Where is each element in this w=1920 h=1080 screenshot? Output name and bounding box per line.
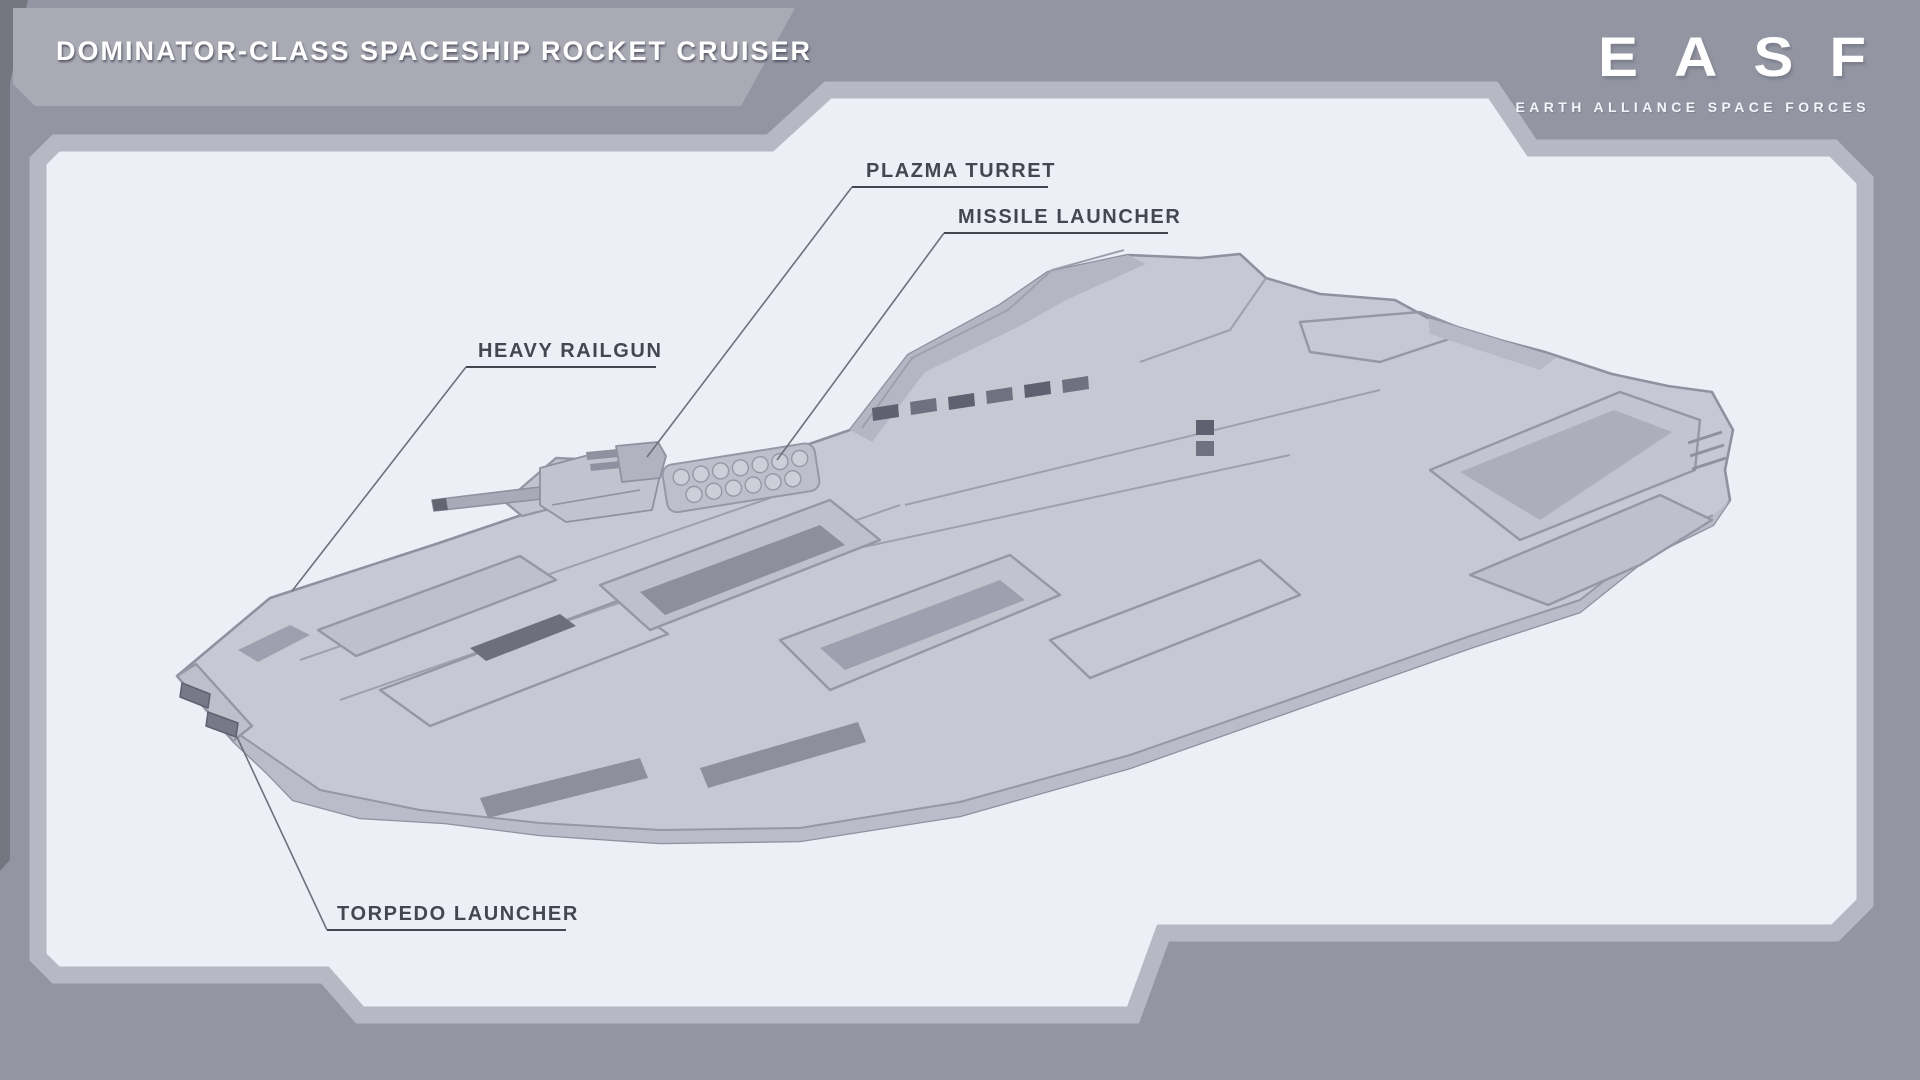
turret-barrel <box>586 449 619 460</box>
callout-label-torpedo-launcher: TORPEDO LAUNCHER <box>337 903 579 925</box>
side-slot <box>480 758 648 818</box>
torpedo-tube-slot <box>179 682 211 709</box>
deck-vent-slot <box>470 614 576 661</box>
railgun-muzzle <box>432 498 448 511</box>
aft-deck-panel <box>1298 310 1472 364</box>
side-slot <box>700 722 866 788</box>
plazma-turret-structure <box>586 441 667 483</box>
bow-hatch <box>238 625 310 662</box>
airlock-hatch <box>1196 441 1214 456</box>
bridge-window-strip <box>872 376 1089 421</box>
callout-leader-plazma-turret <box>646 186 853 458</box>
page-title: DOMINATOR-CLASS SPACESHIP ROCKET CRUISER <box>56 36 813 66</box>
railgun-detail <box>551 489 641 506</box>
hatch-panel-inner <box>640 525 845 615</box>
missile-tube-grid <box>661 442 821 514</box>
easf-logo: EASF EARTH ALLIANCE SPACE FORCES <box>1516 30 1866 115</box>
stern-gills <box>1687 430 1727 471</box>
superstructure-face <box>850 255 1146 442</box>
deck-seam <box>904 389 1381 506</box>
engine-panel-inner <box>1460 410 1672 520</box>
tail-fin-face <box>1428 318 1557 370</box>
turret-mount <box>615 441 667 483</box>
title-block <box>13 8 795 106</box>
chine-line <box>239 514 1714 831</box>
deck-panel <box>316 554 558 658</box>
torpedo-tube-slot <box>205 711 239 738</box>
stern-band <box>1468 493 1714 607</box>
callout-leader-torpedo-launcher <box>236 736 328 931</box>
hatch-panel-inner <box>820 580 1025 670</box>
logo-subtitle: EARTH ALLIANCE SPACE FORCES <box>1515 99 1870 115</box>
hull-chine-band <box>233 500 1730 843</box>
callout-label-missile-launcher: MISSILE LAUNCHER <box>958 206 1182 228</box>
superstructure-step <box>1139 277 1267 363</box>
logo-acronym: EASF <box>1597 26 1902 88</box>
callout-label-plazma-turret: PLAZMA TURRET <box>866 160 1057 182</box>
turret-barrel <box>590 461 621 471</box>
hatch-panel <box>1048 558 1302 680</box>
callout-leader-missile-launcher <box>776 232 945 461</box>
callout-label-heavy-railgun: HEAVY RAILGUN <box>478 340 663 362</box>
airlock-hatch <box>1196 420 1214 435</box>
superstructure-edge <box>861 249 1125 429</box>
left-edge-wedge <box>0 0 28 871</box>
callout-leader-heavy-railgun <box>291 366 467 592</box>
